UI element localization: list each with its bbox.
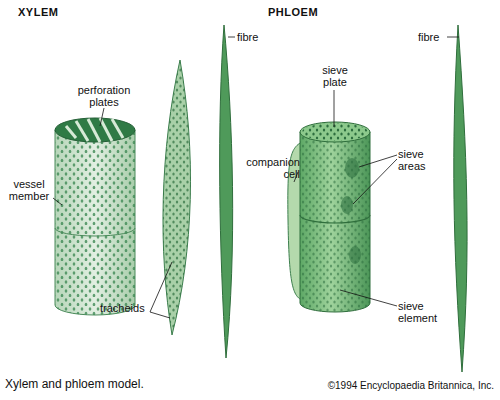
tracheid-drawing [163,60,191,335]
part-label: fibre [418,31,448,43]
part-label: fibre [237,31,277,43]
section-heading: PHLOEM [268,6,338,18]
fibre-drawing [220,25,233,358]
figure-caption: Xylem and phloem model. [5,378,265,390]
sieve-element-drawing [300,122,370,312]
part-label: sieve element [398,300,450,324]
fibre-drawing [454,25,467,372]
part-label: tracheids [100,302,152,314]
part-label: perforation plates [68,84,140,108]
copyright-note: ©1994 Encyclopaedia Britannica, Inc. [280,380,494,392]
part-label: sieve plate [312,64,358,88]
part-label: sieve areas [398,148,438,172]
section-heading: XYLEM [18,6,88,18]
part-label: vessel member [4,178,54,202]
part-label: companion cell [236,156,300,180]
leader-lines [53,37,459,318]
vessel-member-drawing [55,118,135,315]
